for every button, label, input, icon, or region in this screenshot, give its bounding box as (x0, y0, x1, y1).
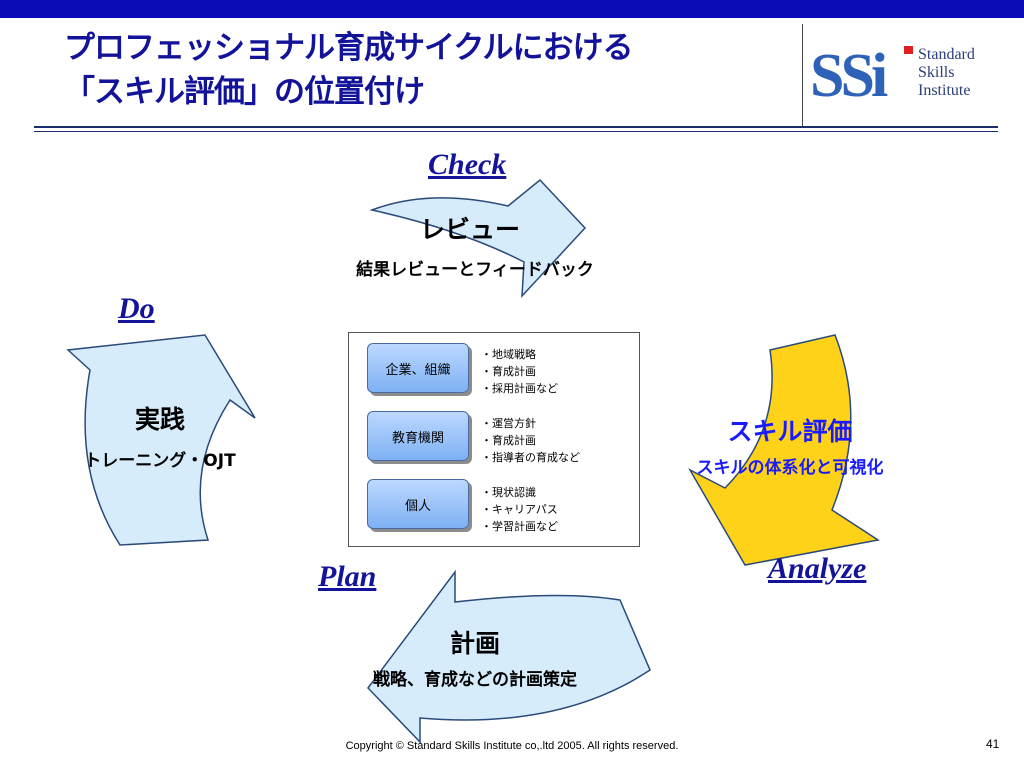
page-number: 41 (986, 737, 1000, 751)
analyze-arrow (688, 334, 880, 566)
do-title: 実践 (134, 405, 185, 434)
copyright: Copyright © Standard Skills Institute co… (345, 740, 679, 752)
logo-wordmark: Standard Skills Institute (918, 46, 975, 100)
phase-analyze: Analyze (768, 552, 867, 585)
check-arrow (369, 178, 587, 299)
bullet-item: ・学習計画など (481, 520, 558, 533)
title-line-2: 「スキル評価」の位置付け (64, 74, 425, 110)
check-subtitle: 結果レビューとフィードバック (356, 260, 594, 280)
logo-line-2: Skills (918, 64, 955, 81)
plan-arrow (367, 569, 651, 744)
header-rule-thin (34, 131, 998, 132)
plan-title: 計画 (449, 629, 500, 658)
header-rule-thick (34, 126, 998, 128)
bullet-item: ・採用計画など (481, 382, 558, 395)
group-items-individual: ・現状認識 ・キャリアパス ・学習計画など (481, 484, 558, 535)
bullet-item: ・育成計画 (481, 434, 536, 447)
do-arrow (66, 334, 256, 546)
bullet-item: ・指導者の育成など (481, 451, 580, 464)
plan-subtitle: 戦略、育成などの計画策定 (373, 670, 577, 690)
logo-line-1: Standard (918, 46, 975, 63)
logo-mark: SSi (810, 42, 888, 104)
do-subtitle: トレーニング・OJT (84, 451, 236, 471)
bullet-item: ・現状認識 (481, 486, 536, 499)
title-line-1: プロフェッショナル育成サイクルにおける (64, 30, 633, 66)
header-divider (802, 24, 803, 128)
phase-do: Do (118, 292, 155, 325)
stakeholder-box: 企業、組織 ・地域戦略 ・育成計画 ・採用計画など 教育機関 ・運営方針 ・育成… (348, 332, 640, 547)
group-label-individual: 個人 (367, 479, 469, 529)
ssi-logo: SSi (808, 40, 918, 104)
analyze-subtitle: スキルの体系化と可視化 (696, 458, 884, 478)
bullet-item: ・育成計画 (481, 365, 536, 378)
phase-check: Check (428, 148, 507, 181)
bullet-item: ・地域戦略 (481, 348, 536, 361)
top-bar (0, 0, 1024, 18)
group-label-enterprise: 企業、組織 (367, 343, 469, 393)
phase-plan: Plan (318, 560, 377, 593)
analyze-title: スキル評価 (727, 417, 853, 446)
logo-line-3: Institute (918, 82, 971, 99)
page-title: プロフェッショナル育成サイクルにおける 「スキル評価」の位置付け (64, 26, 784, 114)
group-items-education: ・運営方針 ・育成計画 ・指導者の育成など (481, 415, 580, 466)
group-label-education: 教育機関 (367, 411, 469, 461)
bullet-item: ・運営方針 (481, 417, 536, 430)
bullet-item: ・キャリアパス (481, 503, 558, 516)
check-title: レビュー (419, 215, 520, 244)
group-items-enterprise: ・地域戦略 ・育成計画 ・採用計画など (481, 346, 558, 397)
